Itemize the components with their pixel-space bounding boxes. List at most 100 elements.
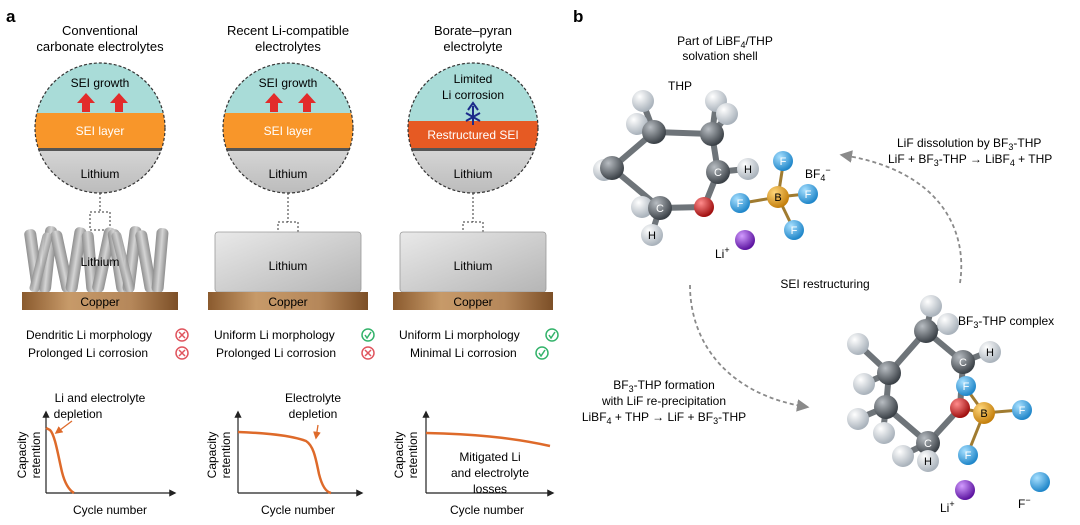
- sei-growth-arrow-icon: [298, 93, 316, 112]
- zoom-bottom-label: Lithium: [454, 167, 493, 181]
- col2-capacity-plot: Electrolyte depletion Capacity retention…: [205, 391, 364, 517]
- col1-title-line2: carbonate electrolytes: [36, 39, 164, 54]
- fluoride-label: F−: [1018, 495, 1031, 511]
- li-ion-label: Li+: [715, 245, 730, 261]
- x-axis-label: Cycle number: [261, 503, 335, 517]
- thp-molecule-top: C H C H: [593, 90, 759, 246]
- blocked-arrow-icon: [465, 101, 481, 125]
- col2-outcome-1: Uniform Li morphology: [214, 328, 335, 342]
- col2-title-line2: electrolytes: [255, 39, 321, 54]
- atom-label-f: F: [963, 381, 970, 393]
- panel-b-letter: b: [573, 7, 583, 26]
- block-label: Lithium: [454, 259, 493, 273]
- col3-outcome-2: Minimal Li corrosion: [410, 346, 517, 360]
- y-axis-label-line2: retention: [29, 432, 43, 479]
- y-axis-label-line2: retention: [406, 432, 420, 479]
- col2-title-line1: Recent Li-compatible: [227, 23, 349, 38]
- col2-zoom-circle: SEI growth SEI layer Lithium: [222, 62, 354, 194]
- col1-outcome-2: Prolonged Li corrosion: [28, 346, 148, 360]
- capacity-curve: [425, 431, 551, 448]
- atom-label-c: C: [959, 357, 967, 369]
- atom-label-f: F: [965, 450, 972, 462]
- zoom-top-label-line2: Li corrosion: [442, 88, 504, 102]
- plot-annotation-line2: depletion: [289, 407, 338, 421]
- substrate-label: Copper: [80, 295, 119, 309]
- sei-restructuring-label: SEI restructuring: [780, 277, 869, 291]
- capacity-curve: [237, 430, 332, 495]
- li-ion-atom: [735, 230, 755, 250]
- block-label: Lithium: [81, 255, 120, 269]
- zoom-top-label: SEI growth: [71, 76, 130, 90]
- col3-title-line1: Borate–pyran: [434, 23, 512, 38]
- zoom-mid-label: Restructured SEI: [427, 128, 518, 142]
- col3-zoom-circle: Limited Li corrosion Restructured SEI Li…: [407, 62, 539, 194]
- copper-substrate: [22, 292, 178, 310]
- sei-growth-arrow-icon: [265, 93, 283, 112]
- solvation-title-line2: solvation shell: [682, 49, 757, 63]
- interface-line: [223, 148, 353, 151]
- cross-icon: [175, 328, 189, 342]
- plot-annotation-line2: depletion: [54, 407, 103, 421]
- plot-annotation-line1: Electrolyte: [285, 391, 341, 405]
- formation-line1: BF3-THP formation: [613, 378, 715, 394]
- atom-label-c: C: [924, 438, 932, 450]
- dissolution-arrow: [839, 150, 963, 284]
- zoom-mid-label: SEI layer: [264, 124, 313, 138]
- dendritic-lithium: Lithium: [24, 226, 169, 293]
- bf3-thp-complex: C H C H F F F B: [847, 295, 1032, 472]
- sei-growth-arrow-icon: [110, 93, 128, 112]
- atom-label-f: F: [737, 198, 744, 210]
- atom-label-b: B: [774, 192, 781, 204]
- y-axis-label-line1: Capacity: [392, 432, 406, 479]
- sei-layer: [35, 113, 165, 150]
- zoom-mid-label: SEI layer: [76, 124, 125, 138]
- col2-outcome-2: Prolonged Li corrosion: [216, 346, 336, 360]
- col1-outcome-1: Dendritic Li morphology: [26, 328, 152, 342]
- zoom-top-label: SEI growth: [259, 76, 318, 90]
- atom-label-c: C: [714, 167, 722, 179]
- substrate-label: Copper: [453, 295, 492, 309]
- y-axis-label-line1: Capacity: [205, 432, 219, 479]
- plot-annotation-line1: Mitigated Li: [459, 450, 520, 464]
- sei-growth-arrow-icon: [77, 93, 95, 112]
- callout-connectors: [89, 193, 484, 241]
- sei-layer: [223, 113, 353, 150]
- atom-label-b: B: [980, 408, 987, 420]
- formation-line3: LiBF4 + THP → LiF + BF3-THP: [582, 410, 746, 426]
- atom-label-h: H: [744, 164, 752, 176]
- formation-line2: with LiF re-precipitation: [601, 394, 726, 408]
- zoom-top-label-line1: Limited: [454, 72, 493, 86]
- col1-title-line1: Conventional: [62, 23, 138, 38]
- atom-label-h: H: [986, 347, 994, 359]
- check-icon: [545, 328, 559, 342]
- col3-title-line2: electrolyte: [443, 39, 502, 54]
- zoom-bottom-label: Lithium: [81, 167, 120, 181]
- col3-outcome-1: Uniform Li morphology: [399, 328, 520, 342]
- solvation-title-line1: Part of LiBF4/THP: [677, 34, 773, 50]
- dissolution-line1: LiF dissolution by BF3-THP: [897, 136, 1041, 152]
- formation-arrow: [689, 284, 810, 412]
- col1-callout-box: [89, 211, 111, 231]
- interface-line: [408, 148, 538, 151]
- plot-annotation-line1: Li and electrolyte: [55, 391, 146, 405]
- substrate-label: Copper: [268, 295, 307, 309]
- complex-label: BF3-THP complex: [958, 314, 1054, 330]
- dissolution-line2: LiF + BF3-THP → LiBF4 + THP: [888, 152, 1052, 168]
- capacity-curve: [45, 426, 75, 495]
- cross-icon: [361, 346, 375, 360]
- zoom-bottom-label: Lithium: [269, 167, 308, 181]
- atom-label-f: F: [1019, 405, 1026, 417]
- panel-a-letter: a: [6, 7, 16, 26]
- atom-label-f: F: [791, 225, 798, 237]
- thp-label: THP: [668, 79, 692, 93]
- restructured-sei-layer: [408, 121, 538, 150]
- check-icon: [535, 346, 549, 360]
- col1-zoom-circle: SEI growth SEI layer Lithium: [34, 62, 166, 194]
- block-label: Lithium: [269, 259, 308, 273]
- fluoride-atom: [1030, 472, 1050, 492]
- atom-label-f: F: [805, 189, 812, 201]
- bf4-anion: F F F F B: [730, 151, 818, 240]
- check-icon: [361, 328, 375, 342]
- copper-substrate: [393, 292, 553, 310]
- y-axis-label-line1: Capacity: [15, 432, 29, 479]
